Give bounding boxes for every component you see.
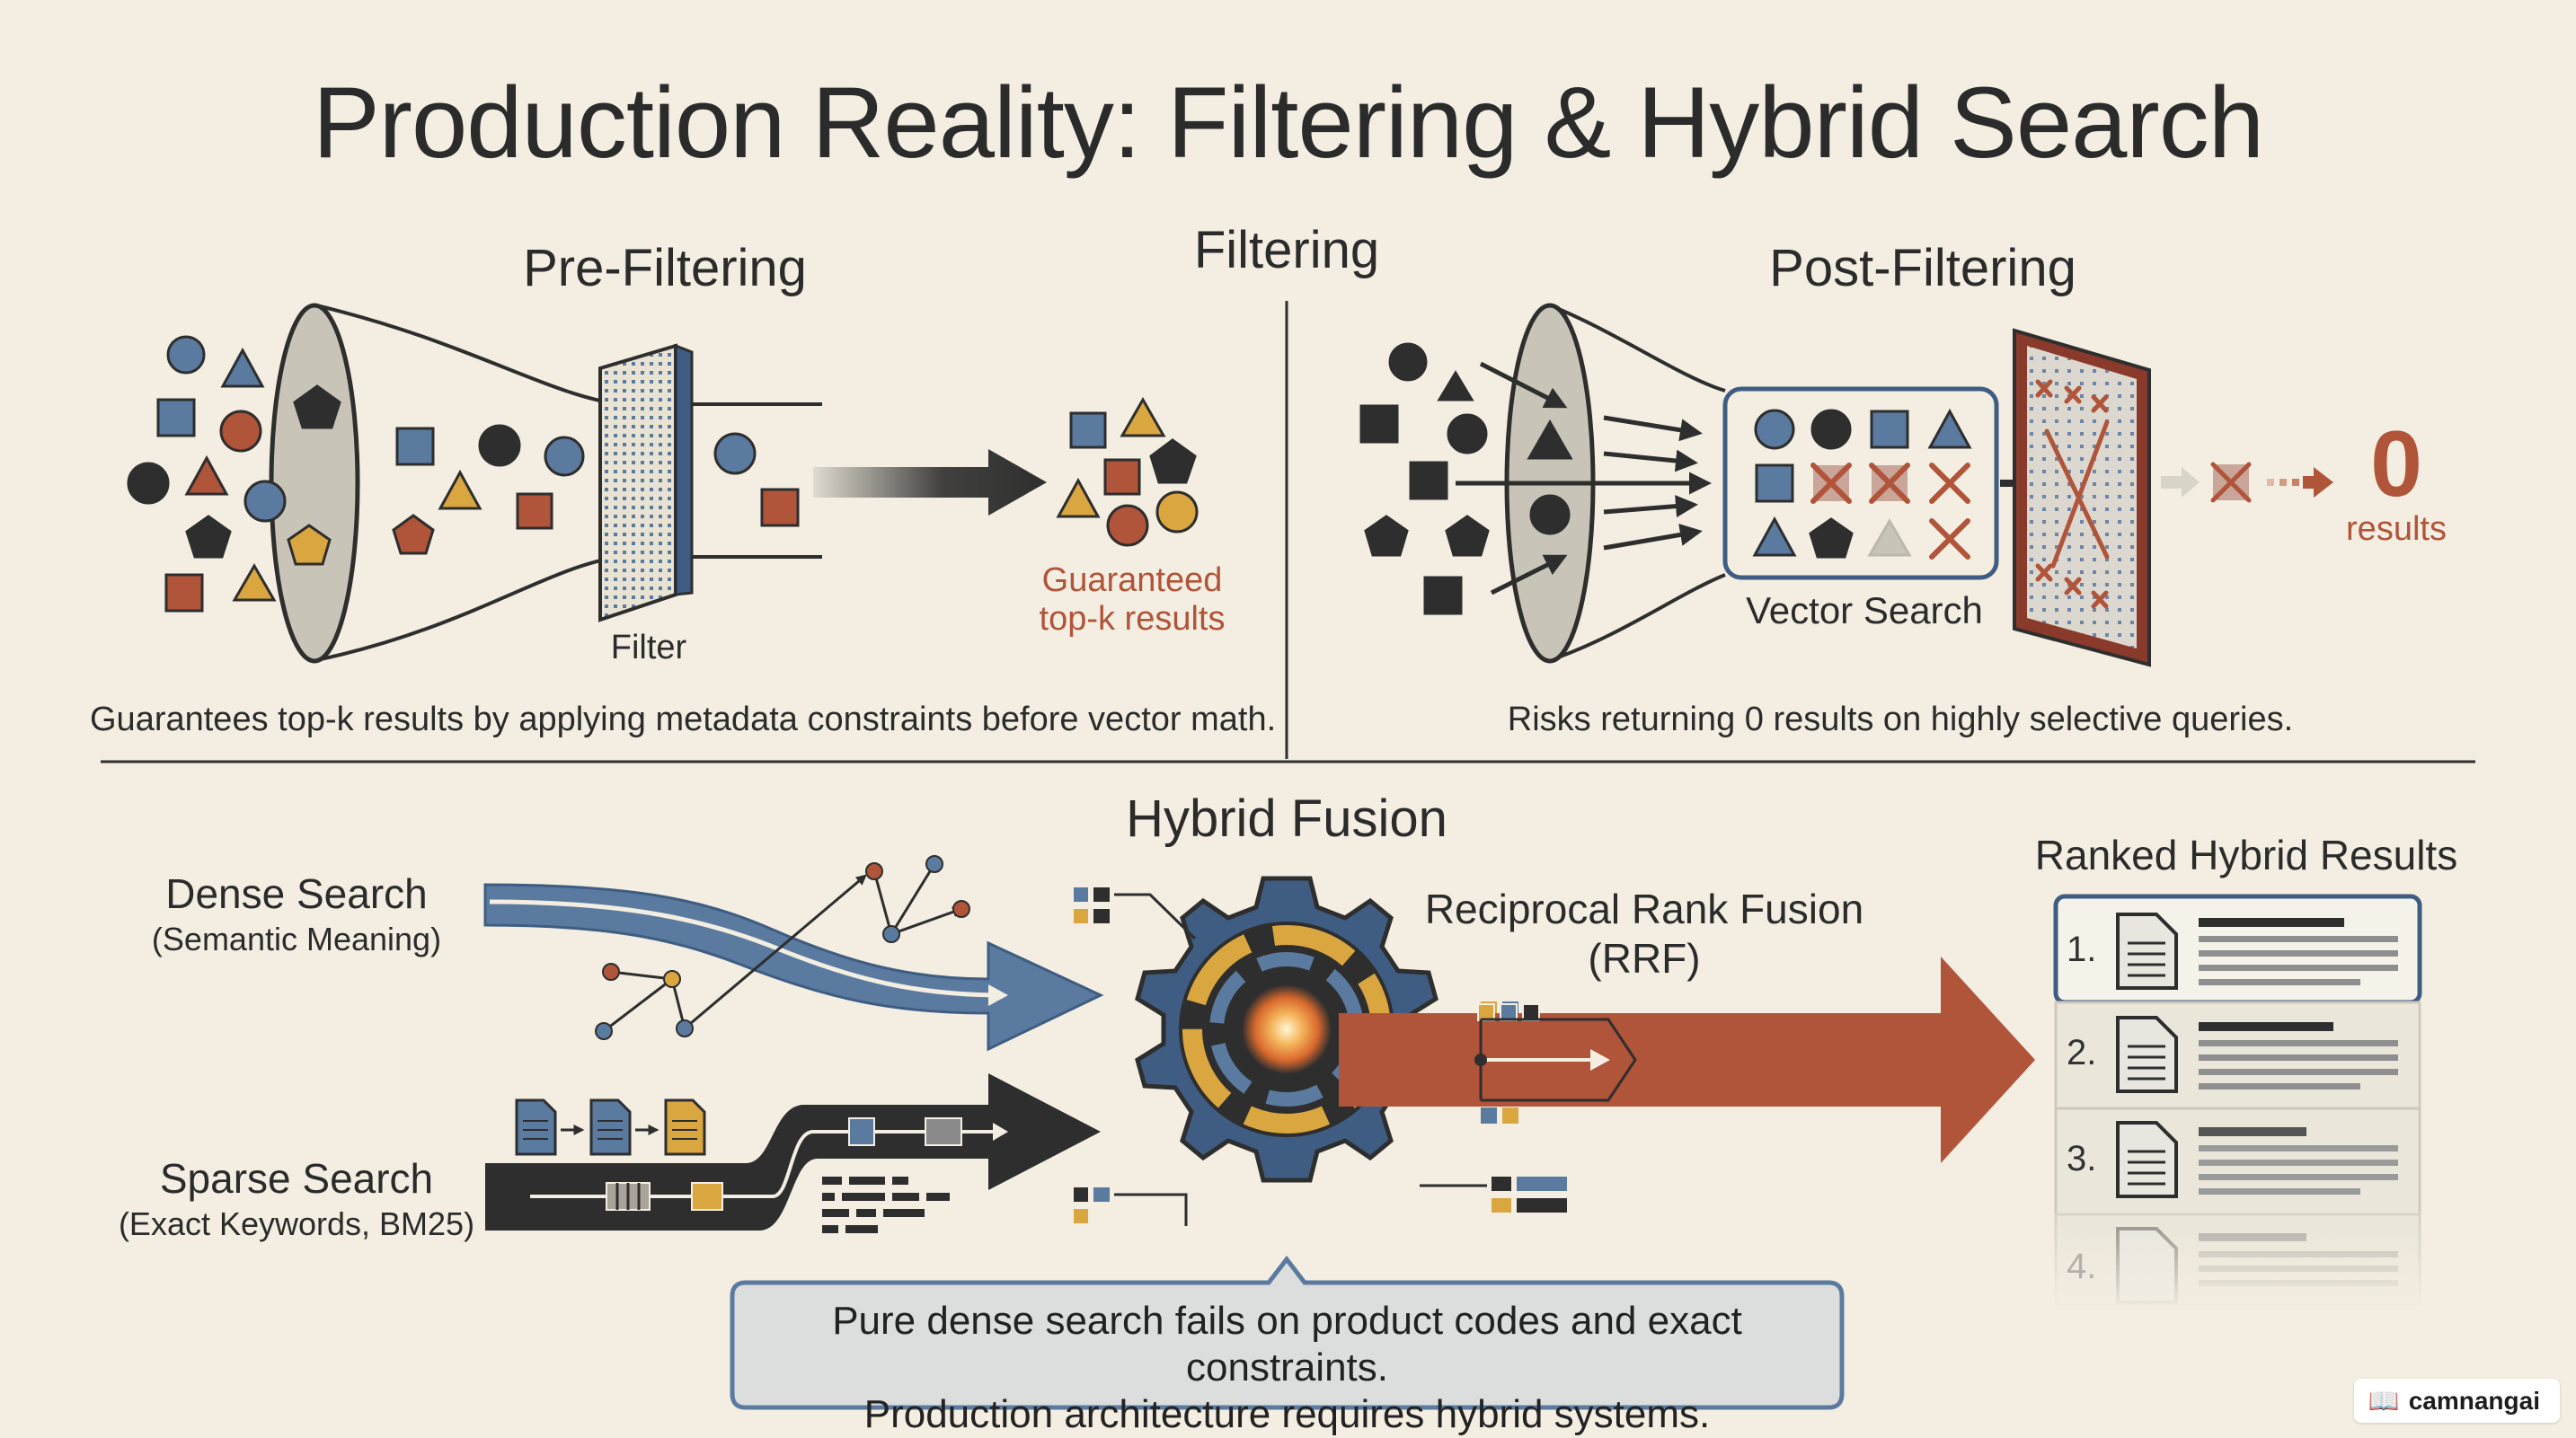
dense-search-title: Dense Search: [165, 870, 428, 917]
zero-results-label: results: [2346, 510, 2447, 548]
pre-filter-mesh: [598, 343, 694, 622]
ranked-results-heading: Ranked Hybrid Results: [2034, 832, 2458, 878]
watermark-text: camnangai: [2408, 1387, 2540, 1415]
filtering-heading: Filtering: [1193, 221, 1380, 279]
guaranteed-label-line2: top-k results: [1039, 600, 1226, 638]
ranked-results-panel: [2049, 894, 2426, 1311]
post-filtering-caption: Risks returning 0 results on highly sele…: [1507, 701, 2294, 738]
post-filter-mesh: [2013, 328, 2151, 667]
callout-line-2: Production architecture requires hybrid …: [863, 1392, 1711, 1436]
sparse-search-title: Sparse Search: [159, 1155, 434, 1202]
rrf-gear: [1135, 876, 1438, 1183]
post-filtering-heading: Post-Filtering: [1769, 239, 2076, 297]
callout-line-1: Pure dense search fails on product codes…: [832, 1299, 1742, 1389]
rank-number-4: 4.: [2067, 1247, 2097, 1286]
post-filter-empty-arrow: [2161, 462, 2333, 503]
rrf-title-line2: (RRF): [1588, 935, 1701, 982]
book-icon: 📖: [2368, 1387, 2400, 1415]
guaranteed-label-line1: Guaranteed: [1041, 561, 1223, 599]
dense-search-subtitle: (Semantic Meaning): [151, 921, 442, 957]
pre-filtering-caption: Guarantees top-k results by applying met…: [90, 701, 1277, 738]
rrf-title-line1: Reciprocal Rank Fusion: [1424, 886, 1864, 932]
rank-number-1: 1.: [2067, 930, 2097, 969]
post-filter-input-shapes: [1359, 342, 1573, 615]
pre-filtering-heading: Pre-Filtering: [523, 239, 807, 297]
dense-search-stream: [483, 883, 1104, 1052]
zero-results-count: 0: [2370, 412, 2422, 516]
filter-label: Filter: [610, 629, 687, 666]
rrf-output-arrow: [1339, 957, 2035, 1163]
sparse-search-subtitle: (Exact Keywords, BM25): [118, 1205, 475, 1242]
vector-search-rejects: [1810, 463, 1970, 560]
watermark-badge: 📖 camnangai: [2353, 1379, 2560, 1423]
vector-search-items: [1752, 408, 1972, 559]
post-filter-arrows: [1456, 361, 1712, 595]
result-fade: [2049, 1222, 2426, 1311]
callout-box: [730, 1255, 1845, 1410]
dense-vector-graph: [595, 855, 970, 1040]
pre-filter-input-shapes: [127, 335, 341, 613]
hybrid-fusion-heading: Hybrid Fusion: [1126, 790, 1447, 848]
pre-filter-inner-shapes: [392, 424, 800, 555]
pre-filter-funnel: [269, 303, 822, 664]
vector-search-label: Vector Search: [1746, 589, 1983, 631]
rank-number-2: 2.: [2067, 1033, 2097, 1072]
rank-number-3: 3.: [2067, 1139, 2097, 1178]
sparse-search-stream: [485, 1073, 1101, 1233]
page-title: Production Reality: Filtering & Hybrid S…: [312, 66, 2264, 179]
pre-filter-arrow: [813, 449, 1047, 516]
sparse-document-chain: [515, 1098, 706, 1156]
callout-text: Pure dense search fails on product codes…: [732, 1298, 1842, 1438]
guaranteed-results-shapes: [1056, 396, 1199, 547]
